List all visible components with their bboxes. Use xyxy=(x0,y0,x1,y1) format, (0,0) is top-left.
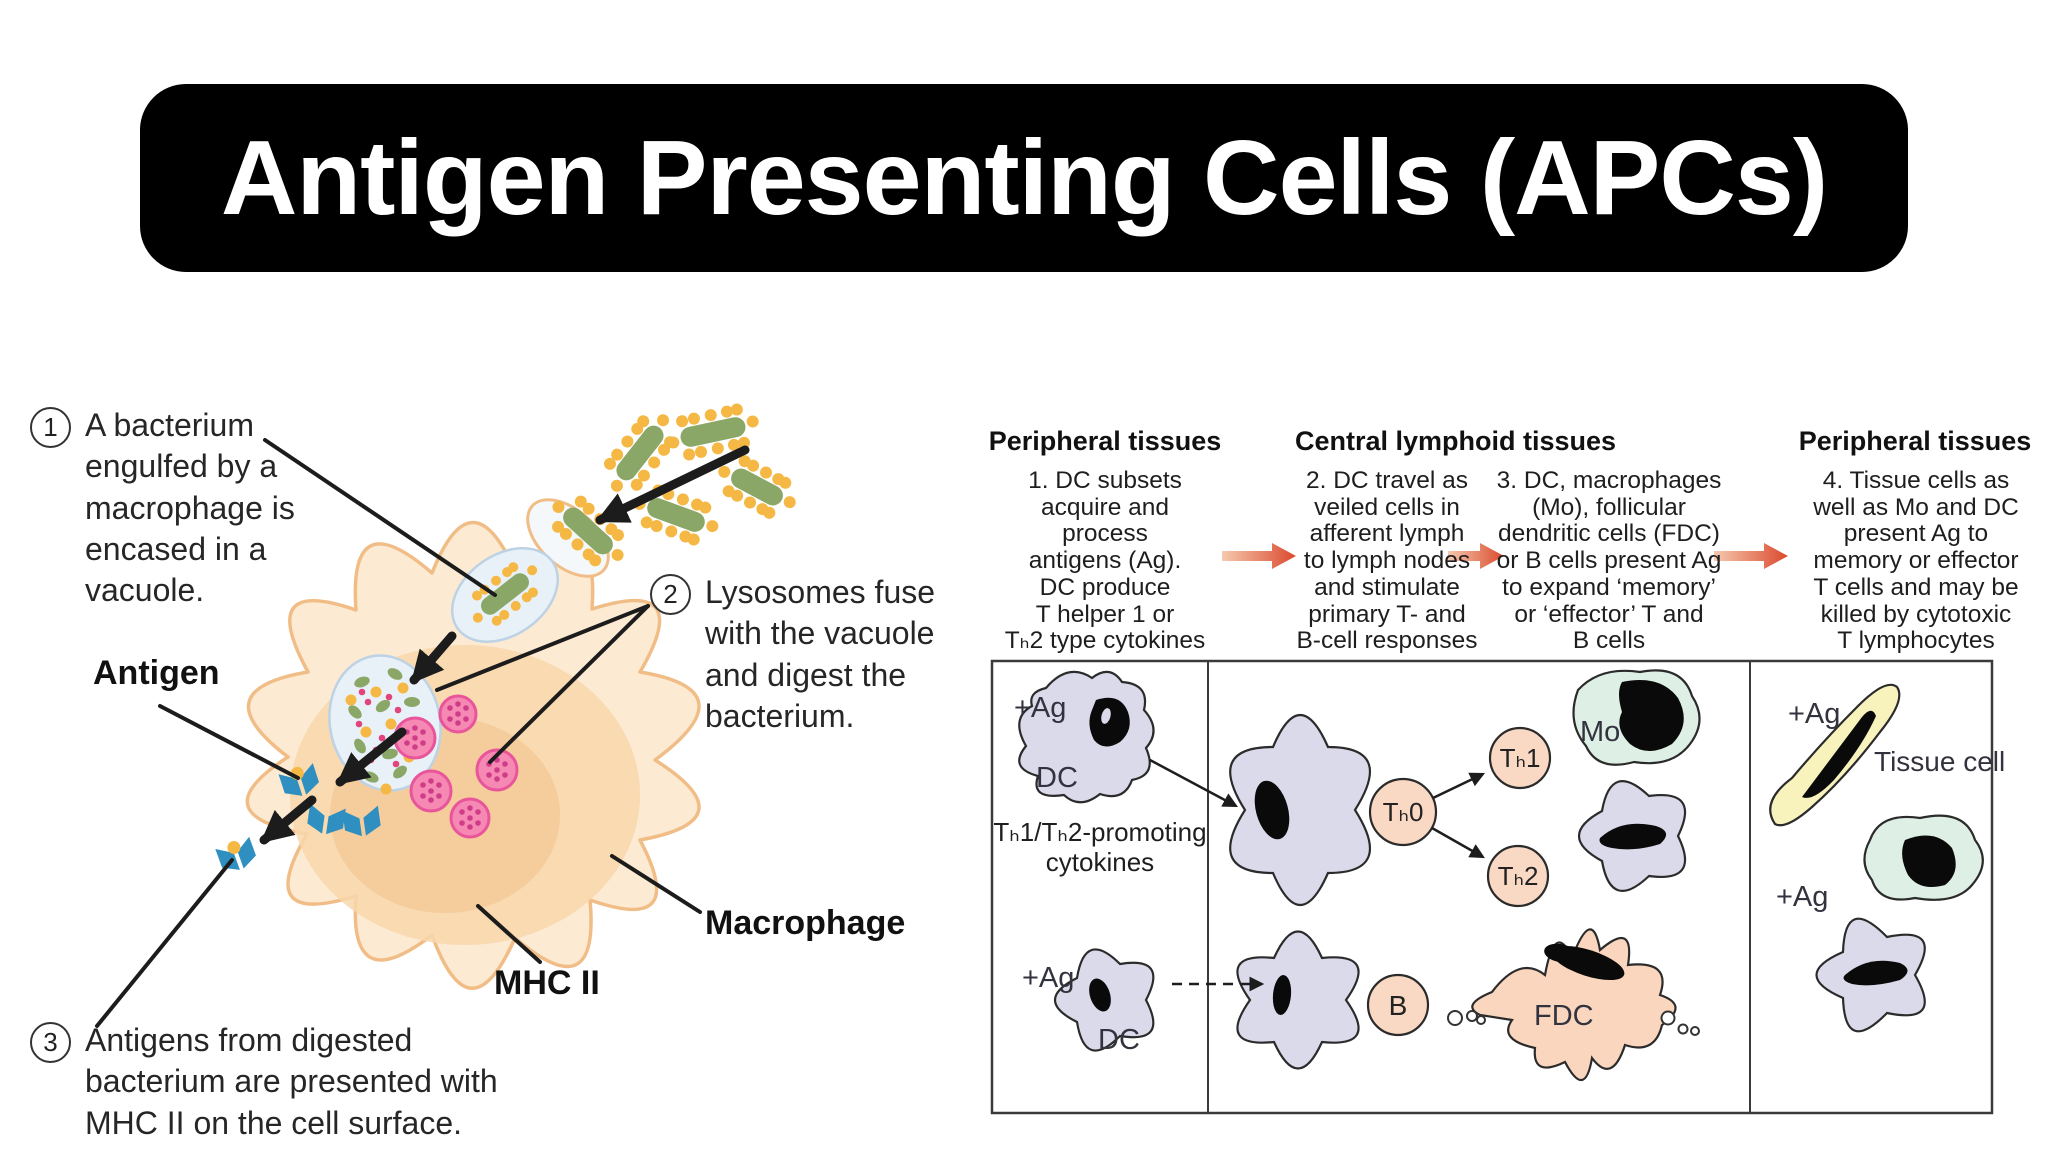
step-1-text: A bacterium engulfed by a macrophage is … xyxy=(85,407,295,609)
dc-cell-2 xyxy=(1054,948,1155,1052)
step-1-annotation: 1 A bacterium engulfed by a macrophage i… xyxy=(30,405,330,611)
th2-cell xyxy=(1486,844,1550,908)
annotation-lines xyxy=(95,438,702,1028)
memory-dc-cell xyxy=(1815,917,1926,1033)
step-2-annotation: 2 Lysosomes fuse with the vacuole and di… xyxy=(650,572,970,737)
step-number-badge: 2 xyxy=(650,574,691,615)
dendritic-cell-lower xyxy=(1236,930,1360,1070)
th2-label: Tₕ2 xyxy=(1497,861,1539,891)
flow-step-2-text: 2. DC travel as veiled cells in afferent… xyxy=(1296,467,1478,655)
macrophage-label: Macrophage xyxy=(705,904,906,942)
step-3-text: Antigens from digested bacterium are pre… xyxy=(85,1022,498,1141)
tissue-cell-label: Tissue cell xyxy=(1874,746,2006,777)
flow-step-1-text: 1. DC subsets acquire and process antige… xyxy=(1004,467,1206,655)
header-central-lymphoid-tissues: Central lymphoid tissues xyxy=(1295,426,1617,456)
mo-label: Mo xyxy=(1580,716,1621,748)
interdigitating-cell-upper xyxy=(1229,714,1372,906)
dc-label-2: DC xyxy=(1098,1024,1140,1056)
tissue-cell xyxy=(1769,683,1901,827)
page-title: Antigen Presenting Cells (APCs) xyxy=(220,118,1828,237)
fdc-cell xyxy=(1471,928,1677,1082)
th0-cell xyxy=(1368,777,1438,847)
macrophage-illustration xyxy=(95,403,796,1028)
plus-ag-label-4: +Ag xyxy=(1776,881,1829,913)
mhc-ii-molecules xyxy=(215,763,381,870)
header-peripheral-tissues-left: Peripheral tissues xyxy=(988,426,1222,456)
th0-label: Tₕ0 xyxy=(1382,797,1424,827)
plus-ag-label-1: +Ag xyxy=(1014,692,1067,724)
plus-ag-label-2: +Ag xyxy=(1022,962,1075,994)
step-3-annotation: 3 Antigens from digested bacterium are p… xyxy=(30,1020,550,1144)
lymphoid-dendritic-cell xyxy=(1577,780,1687,892)
antigen-label: Antigen xyxy=(93,654,220,692)
mhc-ii-label: MHC II xyxy=(494,964,600,1002)
memory-mo-cell xyxy=(1863,814,1984,901)
flow-step-3-text: 3. DC, macrophages (Mo), follicular dend… xyxy=(1496,467,1722,655)
flow-step-arrows xyxy=(1222,543,1788,569)
flow-step-4-text: 4. Tissue cells as well as Mo and DC pre… xyxy=(1813,467,2019,655)
in-box-arrows xyxy=(1149,758,1486,992)
plus-ag-label-3: +Ag xyxy=(1788,698,1841,730)
fdc-beads xyxy=(1447,1010,1700,1036)
flow-panel xyxy=(990,543,1994,1115)
process-arrows xyxy=(259,445,750,845)
lysosomes xyxy=(393,694,519,839)
flow-box xyxy=(990,659,1994,1115)
header-peripheral-tissues-right: Peripheral tissues xyxy=(1798,426,2032,456)
b-cell xyxy=(1366,973,1430,1037)
fdc-label: FDC xyxy=(1534,1000,1594,1032)
th1-cell xyxy=(1488,726,1552,790)
title-banner: Antigen Presenting Cells (APCs) xyxy=(140,84,1908,272)
step-2-text: Lysosomes fuse with the vacuole and dige… xyxy=(705,574,936,734)
dc-cell-1 xyxy=(1018,670,1155,804)
mo-cell xyxy=(1572,669,1701,766)
step-number-badge: 3 xyxy=(30,1022,71,1063)
dc-label-1: DC xyxy=(1036,762,1078,794)
th-promoting-cytokines-label: Tₕ1/Tₕ2-promoting cytokines xyxy=(993,817,1207,877)
step-number-badge: 1 xyxy=(30,407,71,448)
b-cell-label: B xyxy=(1388,990,1408,1021)
th1-label: Tₕ1 xyxy=(1499,743,1541,773)
